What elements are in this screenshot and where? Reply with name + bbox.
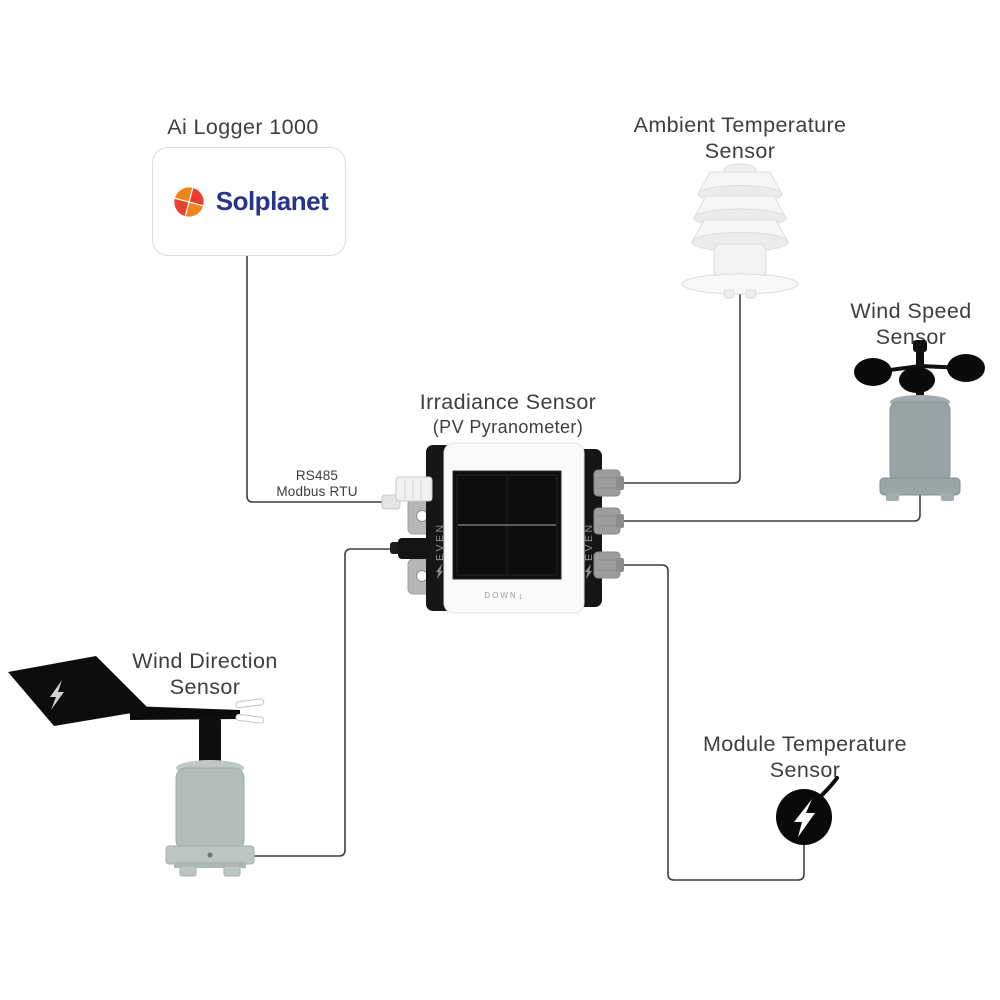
anemometer-cup — [854, 358, 892, 386]
irradiance-sensor-illustration: EVEN EVEN DOWN ↓ — [381, 442, 624, 614]
ai-logger-title: Ai Logger 1000 — [167, 115, 319, 139]
wind-speed-sensor-label: Wind Speed Sensor — [850, 299, 972, 349]
wire-wind-direction-sensor — [235, 548, 403, 857]
seven-brand-vertical-right: EVEN — [583, 522, 595, 579]
mounting-hole — [416, 510, 428, 522]
wind-speed-sensor-illustration — [854, 340, 985, 501]
module-temperature-sensor-illustration — [776, 776, 839, 845]
anemometer-cup — [899, 367, 935, 393]
rs485-connector-port — [381, 476, 433, 510]
down-label: DOWN — [484, 591, 517, 600]
wind-speed-connector-port — [593, 507, 624, 535]
counterweight-fork — [235, 698, 265, 724]
wind-vane-blade — [8, 656, 150, 726]
lightning-bolt-icon — [794, 799, 815, 837]
wire-ambient-sensor — [621, 289, 741, 484]
irradiance-sensor-label: Irradiance Sensor (PV Pyranometer) — [419, 390, 597, 437]
anemometer-cup — [947, 354, 985, 382]
down-arrow-icon: ↓ — [518, 591, 523, 602]
seven-brand-text: EVEN — [434, 522, 446, 561]
seven-brand-vertical-left: EVEN — [434, 522, 446, 579]
wind-direction-sensor-label: Wind Direction Sensor — [132, 649, 278, 699]
module-temp-sensor-label: Module Temperature Sensor — [703, 732, 907, 782]
solplanet-logo-icon — [172, 185, 205, 218]
ai-logger-box: Solplanet — [152, 147, 346, 256]
solplanet-brand-text: Solplanet — [215, 186, 329, 216]
lightning-bolt-icon — [50, 680, 64, 710]
wind-direction-sensor-illustration — [8, 656, 265, 877]
module-temp-connector-port — [593, 551, 624, 579]
mounting-hole — [416, 570, 428, 582]
rs485-bus-label: RS485 Modbus RTU — [276, 468, 358, 499]
wire-logger-rs485 — [246, 254, 385, 503]
lightning-bolt-icon — [585, 564, 592, 579]
seven-brand-text: EVEN — [583, 522, 595, 561]
lightning-bolt-icon — [436, 564, 443, 579]
wire-wind-speed-sensor — [621, 493, 921, 522]
down-orientation-marker: DOWN ↓ — [484, 591, 523, 602]
wire-module-temp-sensor — [621, 564, 805, 881]
ambient-sensor-label: Ambient Temperature Sensor — [633, 113, 847, 163]
ambient-temperature-sensor-illustration — [681, 163, 799, 299]
wind-direction-connector-port — [390, 538, 430, 559]
ambient-connector-port — [593, 469, 624, 497]
